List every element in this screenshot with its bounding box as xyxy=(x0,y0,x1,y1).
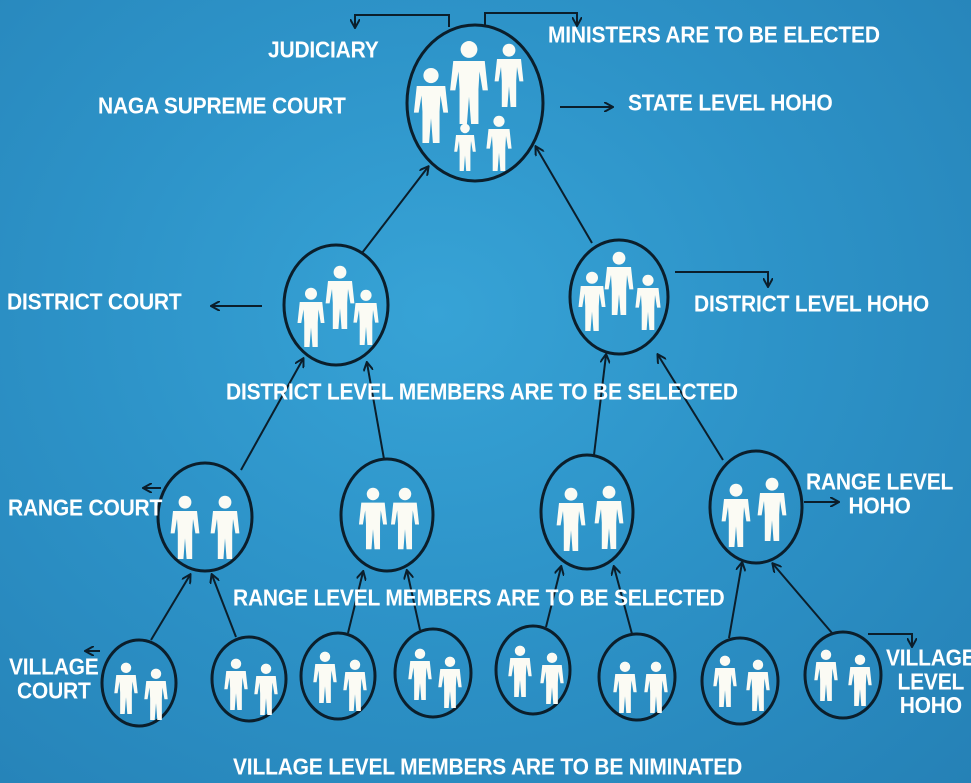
arrow-range1-to-district xyxy=(240,359,303,471)
district-hoho-label: DISTRICT LEVEL HOHO xyxy=(694,292,929,317)
arrow-v1-to-r1 xyxy=(150,575,190,641)
village-node-1 xyxy=(100,638,178,728)
arrow-v6-to-r3 xyxy=(614,567,633,635)
village-node-5 xyxy=(494,624,572,716)
village-node-7 xyxy=(700,636,780,726)
person-icon xyxy=(757,477,787,541)
village-node-3-circle xyxy=(299,631,377,721)
person-icon xyxy=(210,495,240,559)
supreme-court-label: NAGA SUPREME COURT xyxy=(98,94,346,119)
arrow-v4-to-r2 xyxy=(407,571,421,631)
state-level-node-circle xyxy=(405,23,545,183)
arrow-to-village-hoho xyxy=(868,633,912,646)
person-icon xyxy=(454,123,476,171)
village-node-6 xyxy=(597,632,677,722)
person-icon xyxy=(721,483,751,547)
range-hoho-label: RANGE LEVEL HOHO xyxy=(806,470,954,519)
connector-arrows xyxy=(86,12,912,651)
village-node-8-circle xyxy=(803,630,883,720)
range-node-2 xyxy=(339,457,435,573)
village-node-2-circle xyxy=(210,635,288,723)
arrow-v7-to-r4 xyxy=(728,563,742,639)
range-node-1-circle xyxy=(156,461,254,573)
state-hoho-label: STATE LEVEL HOHO xyxy=(628,91,833,116)
arrow-district-hoho-to-state xyxy=(536,147,593,244)
arrow-range3-to-district xyxy=(593,355,606,456)
range-node-3-circle xyxy=(539,453,635,571)
village-court-label: VILLAGE COURT xyxy=(9,655,99,704)
village-hoho-label: VILLAGE LEVEL HOHO xyxy=(886,646,971,719)
person-icon xyxy=(254,663,278,715)
range-court-label: RANGE COURT xyxy=(8,496,163,521)
range-node-4 xyxy=(708,449,804,565)
person-icon xyxy=(556,487,586,551)
person-icon xyxy=(413,67,449,143)
village-node-3 xyxy=(299,631,377,721)
village-node-4 xyxy=(393,627,473,719)
village-node-8 xyxy=(803,630,883,720)
person-icon xyxy=(604,251,634,315)
arrow-v8-to-r4 xyxy=(773,564,833,634)
district-court-node-circle xyxy=(282,243,390,367)
village-node-4-circle xyxy=(393,627,473,719)
state-level-node xyxy=(405,23,545,183)
district-hoho-node xyxy=(568,238,670,356)
arrow-to-district-hoho xyxy=(675,271,768,286)
person-icon xyxy=(297,287,325,347)
person-icon xyxy=(408,648,432,700)
person-icon xyxy=(438,656,462,708)
district-members-caption: DISTRICT LEVEL MEMBERS ARE TO BE SELECTE… xyxy=(226,380,738,405)
ministers-label: MINISTERS ARE TO BE ELECTED xyxy=(548,23,880,48)
person-icon xyxy=(848,654,872,706)
person-icon xyxy=(814,649,838,701)
person-icon xyxy=(170,495,200,559)
village-node-7-circle xyxy=(700,636,780,726)
range-node-4-circle xyxy=(708,449,804,565)
person-icon xyxy=(450,41,488,124)
person-icon xyxy=(746,659,770,711)
village-node-6-circle xyxy=(597,632,677,722)
village-node-2 xyxy=(210,635,288,723)
person-icon xyxy=(224,658,248,710)
person-icon xyxy=(540,652,564,704)
hierarchy-nodes xyxy=(100,23,883,728)
person-icon xyxy=(114,662,138,714)
range-node-1 xyxy=(156,461,254,573)
range-node-3 xyxy=(539,453,635,571)
range-node-2-circle xyxy=(339,457,435,573)
district-court-label: DISTRICT COURT xyxy=(7,290,182,315)
arrow-v3-to-r2 xyxy=(347,572,363,634)
district-court-node xyxy=(282,243,390,367)
person-icon xyxy=(494,43,524,107)
arrow-district-court-to-state xyxy=(361,167,428,254)
village-node-1-circle xyxy=(100,638,178,728)
person-icon xyxy=(486,115,512,171)
person-icon xyxy=(594,485,624,549)
village-node-5-circle xyxy=(494,624,572,716)
village-members-caption: VILLAGE LEVEL MEMBERS ARE TO BE NIMINATE… xyxy=(233,755,743,780)
person-icon xyxy=(390,487,420,550)
person-icon xyxy=(343,659,367,711)
arrow-to-judiciary xyxy=(355,14,450,27)
person-icon xyxy=(353,289,379,345)
person-icon xyxy=(358,487,388,550)
person-icon xyxy=(635,274,661,330)
person-icon xyxy=(313,651,337,703)
arrow-range2-to-district xyxy=(367,363,385,460)
arrow-range4-to-district xyxy=(658,355,724,461)
arrow-v2-to-r1 xyxy=(212,575,237,638)
arrow-v5-to-r3 xyxy=(545,567,561,628)
district-hoho-node-circle xyxy=(568,238,670,356)
arrow-to-ministers xyxy=(484,12,577,27)
person-icon xyxy=(713,655,737,707)
range-members-caption: RANGE LEVEL MEMBERS ARE TO BE SELECTED xyxy=(233,586,725,611)
person-icon xyxy=(613,661,637,713)
person-icon xyxy=(325,265,355,329)
judiciary-label: JUDICIARY xyxy=(268,38,379,63)
person-icon xyxy=(508,645,532,697)
person-icon xyxy=(578,271,606,331)
